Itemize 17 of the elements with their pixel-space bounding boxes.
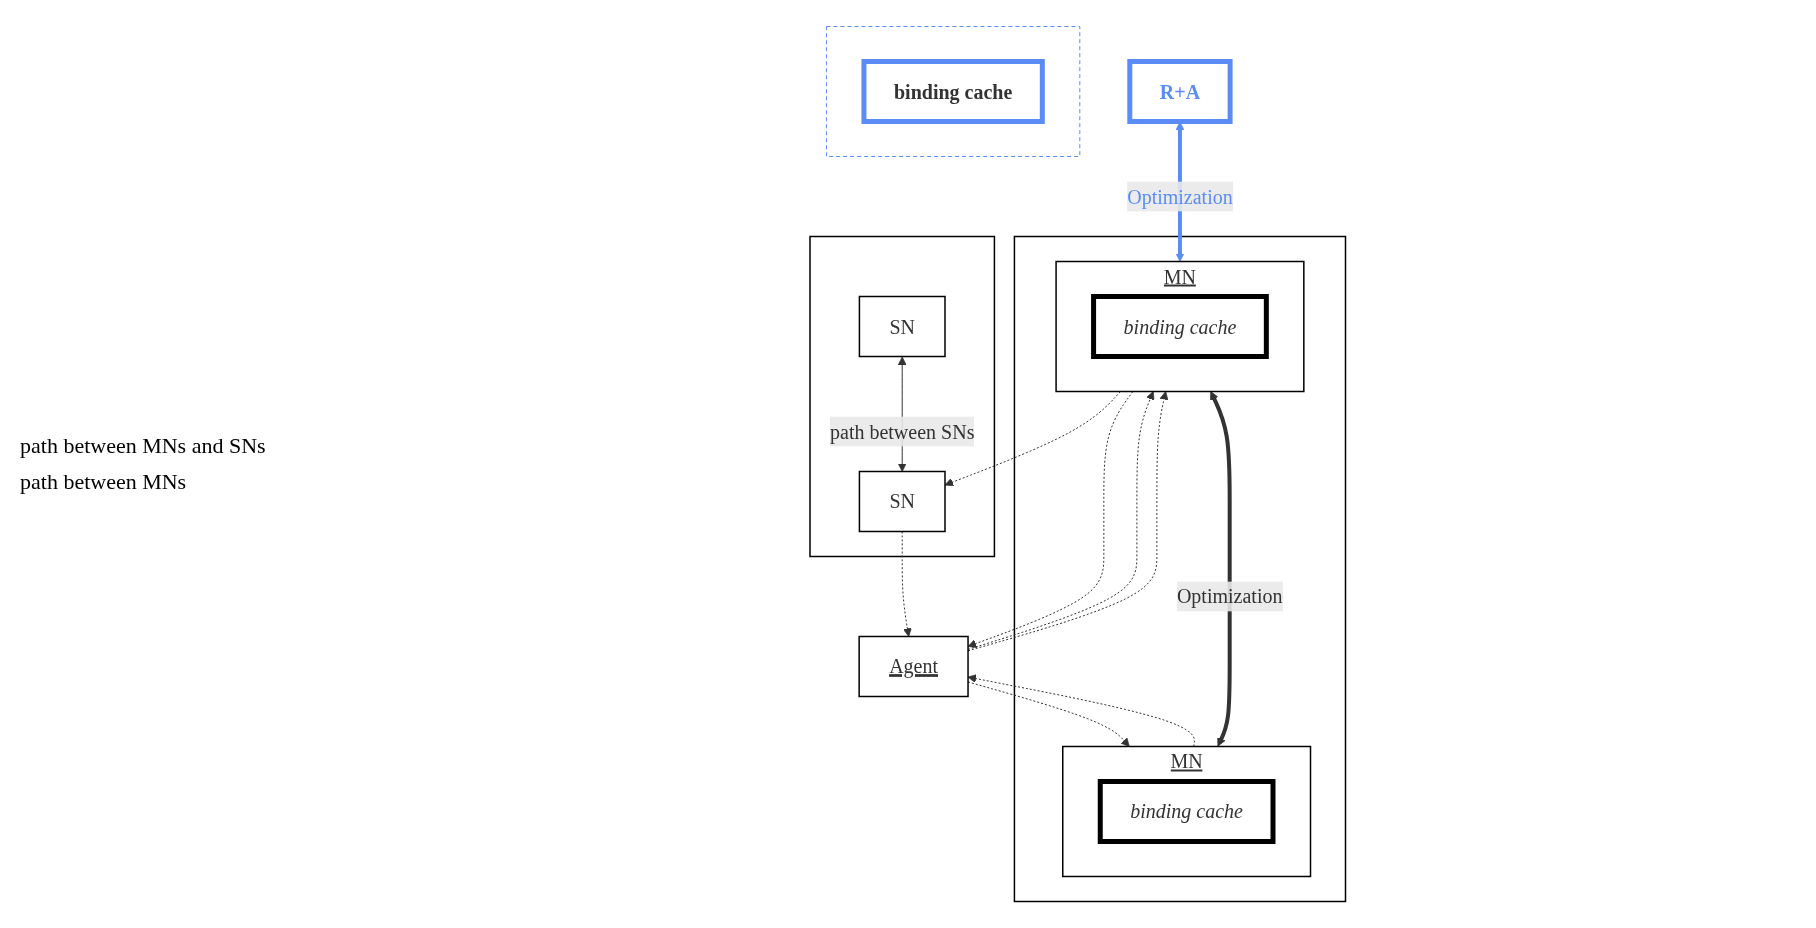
cluster <box>1013 235 1347 903</box>
edge-label: Optimization <box>1177 585 1283 608</box>
node-box: R+A <box>1127 59 1233 124</box>
cluster <box>809 235 996 558</box>
path-note: path between MNs <box>20 469 188 495</box>
node-box: SN <box>858 295 946 358</box>
node-box: SN <box>858 470 946 533</box>
node-box: binding cache <box>1098 779 1276 844</box>
edge-label: path between SNs <box>830 420 975 443</box>
path-note: path between MNs and SNs <box>20 433 267 459</box>
cluster <box>826 26 1081 157</box>
arrow <box>901 531 913 637</box>
arrow <box>1210 391 1232 747</box>
node-box: binding cache <box>1091 294 1270 359</box>
node-box: Agent <box>858 635 970 698</box>
edge-label: Optimization <box>1127 185 1233 208</box>
node-box: binding cache <box>861 59 1046 124</box>
